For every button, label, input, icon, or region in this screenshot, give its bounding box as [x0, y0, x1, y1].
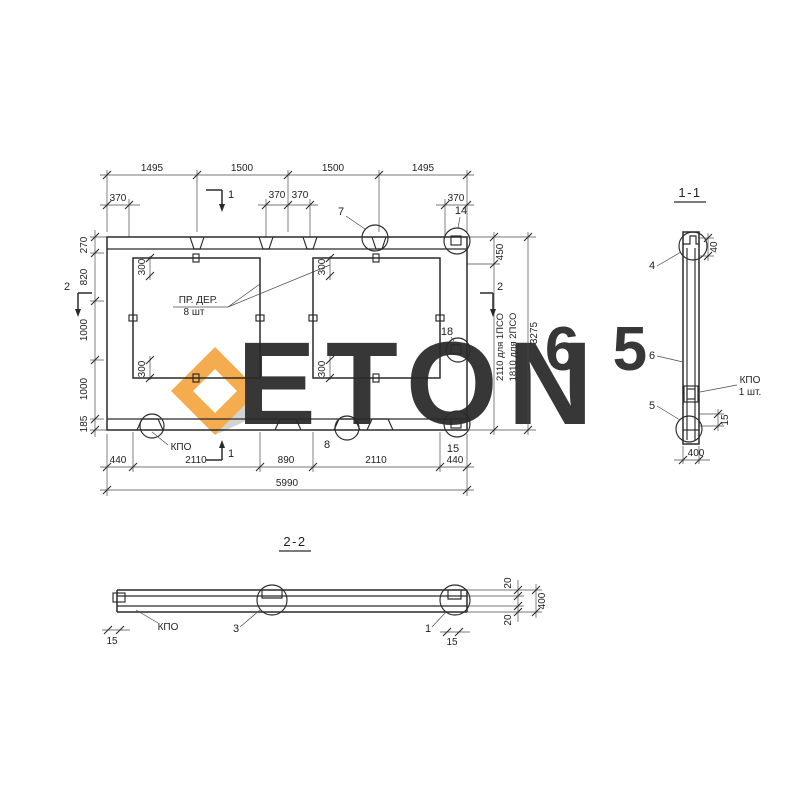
section-mark-label: 1 [228, 448, 234, 460]
callout-number: 3 [233, 623, 239, 635]
dim-label: 300 [317, 360, 328, 377]
watermark-number: 6 5 [545, 315, 655, 384]
dim-label: 370 [292, 190, 309, 201]
height-note: 2110 для 1ПСО [495, 313, 506, 381]
section-mark-label: 1 [228, 189, 234, 201]
brand-diamond-hole [193, 369, 237, 413]
callout-number: 18 [441, 326, 453, 338]
section-2-2-dims: 15 15 20 20 400 [102, 577, 548, 648]
brand-diamond-shadow [215, 391, 259, 435]
dim-label: 1500 [322, 163, 345, 174]
dim-label-total: 5990 [276, 478, 299, 489]
dim-label: 2110 [365, 455, 387, 466]
dim-label: 300 [137, 258, 148, 275]
panel-body [106, 235, 468, 431]
kpo-note-line1: КПО [740, 375, 761, 386]
section-title: 1-1 [678, 185, 701, 200]
dim-label: 370 [269, 190, 286, 201]
wood-note-line1: ПР. ДЕР. [179, 295, 218, 306]
dim-label: 15 [106, 636, 118, 647]
section-1-1-dims: 40 15 400 [674, 233, 731, 465]
height-note: 1810 для 2ПСО [508, 313, 519, 382]
dim-label: 270 [79, 236, 90, 253]
section-1-1-body [675, 231, 708, 445]
dim-label: 20 [503, 614, 514, 626]
dim-label: 300 [317, 258, 328, 275]
section-mark-label: 2 [497, 281, 503, 293]
dim-label: 890 [278, 455, 295, 466]
dim-label: 1495 [412, 163, 435, 174]
dim-label: 370 [110, 193, 127, 204]
section-2-2-body [112, 584, 471, 616]
callout-number: 1 [425, 623, 431, 635]
watermark-logo: ETON 6 5 [171, 315, 655, 450]
opening-left [132, 257, 261, 379]
plan-callouts: 7 14 18 15 8 [139, 205, 471, 455]
dim-label: 185 [79, 415, 90, 432]
callout-number: 14 [455, 205, 467, 217]
dim-label: 15 [446, 637, 458, 648]
dim-label: 370 [448, 193, 465, 204]
dim-label: 2110 [185, 455, 207, 466]
callout-number: 8 [324, 439, 330, 451]
dim-label: 40 [709, 241, 720, 253]
dim-label: 820 [79, 268, 90, 285]
plan-extension-lines [90, 170, 536, 496]
section-1-1: 1-1 4 6 5 КПО 1 шт. [649, 185, 762, 465]
dim-label: 20 [503, 577, 514, 589]
plan-dimension-labels: 1495 1500 1500 1495 370 370 370 370 270 … [79, 163, 540, 489]
dim-label: 1495 [141, 163, 164, 174]
section-2-2: 2-2 3 1 КПО 15 [102, 534, 548, 648]
plan-notes: ПР. ДЕР. 8 шт КПО [151, 264, 331, 453]
dim-label: 1000 [79, 318, 90, 341]
callout-number: 5 [649, 400, 655, 412]
dim-label: 15 [720, 414, 731, 426]
dim-label: 3275 [529, 321, 540, 344]
dim-label: 400 [688, 448, 705, 459]
dim-label: 1000 [79, 377, 90, 400]
section-title: 2-2 [283, 534, 306, 549]
dim-label: 440 [110, 455, 127, 466]
section-1-1-callouts: 4 6 5 КПО 1 шт. [649, 251, 762, 421]
kpo-note: КПО [158, 622, 179, 633]
section-mark-label: 2 [64, 281, 70, 293]
dim-label: 300 [137, 360, 148, 377]
plan-dimension-lines [90, 170, 533, 495]
plan-section-marks: 1 1 2 2 [64, 189, 503, 461]
section-2-2-callouts: 3 1 КПО [135, 609, 447, 635]
kpo-note-line2: 1 шт. [739, 387, 762, 398]
callout-number: 6 [649, 350, 655, 362]
dim-label: 450 [495, 243, 506, 260]
dim-label: 1500 [231, 163, 254, 174]
kpo-note: КПО [171, 442, 192, 453]
callout-number: 4 [649, 260, 655, 272]
dim-label: 400 [537, 592, 548, 609]
callout-number: 15 [447, 443, 459, 455]
watermark-word: ETON [237, 318, 603, 450]
callout-number: 7 [338, 206, 344, 218]
plan-view: 1495 1500 1500 1495 370 370 370 370 270 … [64, 163, 540, 496]
wood-note-line2: 8 шт [184, 307, 205, 318]
dim-label: 440 [447, 455, 464, 466]
opening-right [312, 257, 441, 379]
